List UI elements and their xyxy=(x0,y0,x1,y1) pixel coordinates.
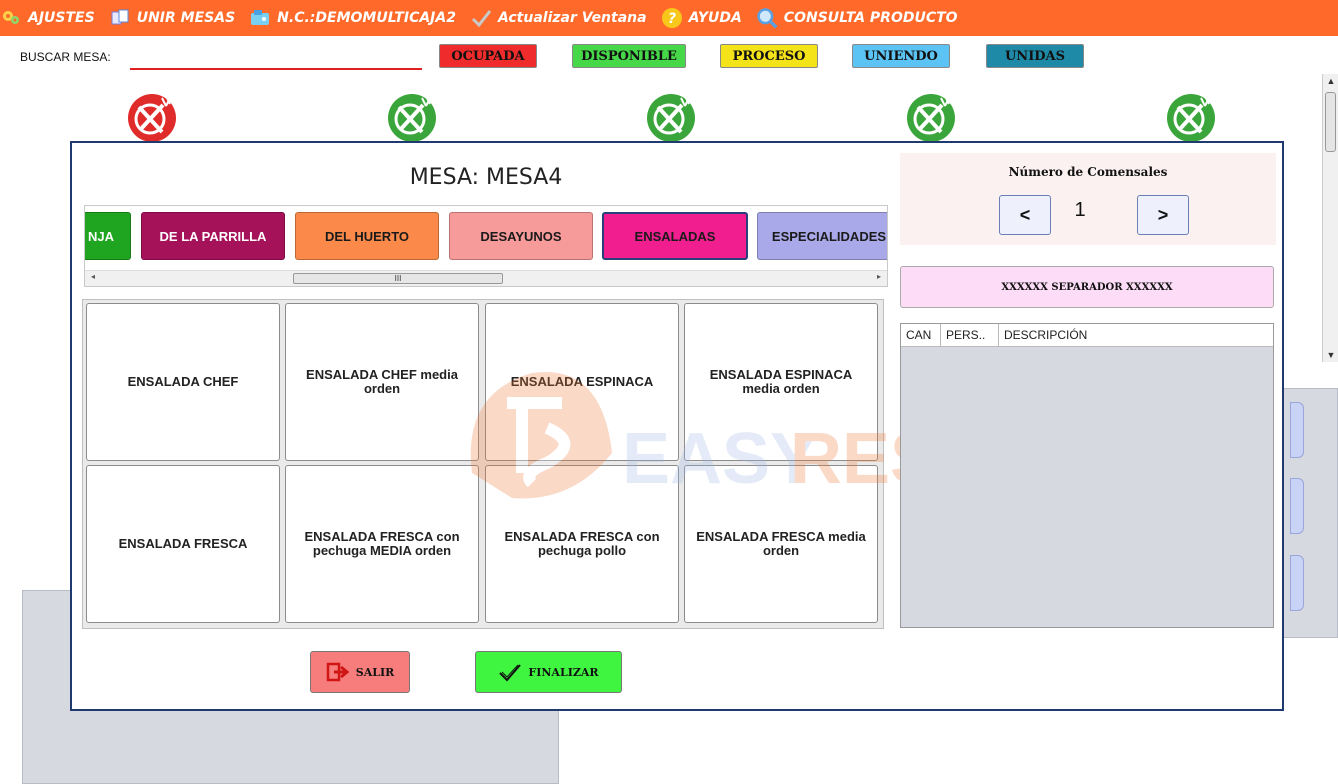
help-icon: ? xyxy=(661,7,683,29)
legend-joined-button[interactable]: UNIDAS xyxy=(986,44,1084,68)
order-table-header: CAN PERS.. DESCRIPCIÓN xyxy=(901,324,1273,347)
scroll-down-arrow-icon[interactable]: ▼ xyxy=(1326,350,1336,360)
legend-occupied-button[interactable]: OCUPADA xyxy=(439,44,537,68)
category-button[interactable]: DESAYUNOS xyxy=(449,212,593,260)
table-icon-available[interactable] xyxy=(905,92,957,144)
menu-bar: AJUSTES UNIR MESAS N.C.:DEMOMULTICAJA2 A… xyxy=(0,0,1338,36)
table-icon-available[interactable] xyxy=(1165,92,1217,144)
menu-ajustes-label: AJUSTES xyxy=(28,10,95,26)
diners-count: 1 xyxy=(1074,199,1086,221)
scroll-thumb[interactable] xyxy=(1325,92,1336,152)
category-button-selected[interactable]: ENSALADAS xyxy=(602,212,748,260)
product-button[interactable]: ENSALADA FRESCA xyxy=(86,465,280,623)
menu-actualizar-ventana-label: Actualizar Ventana xyxy=(497,10,647,26)
table-icon-available[interactable] xyxy=(645,92,697,144)
menu-actualizar-ventana[interactable]: Actualizar Ventana xyxy=(470,7,647,29)
menu-unir-mesas[interactable]: UNIR MESAS xyxy=(109,7,235,29)
scroll-thumb-grip: III xyxy=(394,274,402,283)
diners-title: Número de Comensales xyxy=(1008,165,1168,179)
exit-button[interactable]: SALIR xyxy=(310,651,410,693)
dialog-title: MESA: MESA4 xyxy=(409,165,563,190)
legend-process-button[interactable]: PROCESO xyxy=(720,44,818,68)
side-tab-button[interactable] xyxy=(1290,478,1304,534)
menu-ayuda[interactable]: ? AYUDA xyxy=(661,7,742,29)
merge-tables-icon xyxy=(109,7,131,29)
table-order-dialog: MESA: MESA4 NJA DE LA PARRILLA DEL HUERT… xyxy=(70,141,1284,711)
exit-button-label: SALIR xyxy=(355,665,395,679)
scroll-left-arrow-icon[interactable]: ◂ xyxy=(91,272,96,281)
main-vertical-scrollbar[interactable]: ▲ ▼ xyxy=(1322,74,1338,362)
menu-consulta-producto-label: CONSULTA PRODUCTO xyxy=(783,10,958,26)
menu-nc-caja-label: N.C.:DEMOMULTICAJA2 xyxy=(277,10,456,26)
side-tab-button[interactable] xyxy=(1290,555,1304,611)
column-header-quantity[interactable]: CAN xyxy=(901,324,941,346)
product-button[interactable]: ENSALADA FRESCA media orden xyxy=(684,465,878,623)
category-button[interactable]: ESPECIALIDADES xyxy=(757,212,887,260)
search-label: BUSCAR MESA: xyxy=(20,50,111,64)
product-button[interactable]: ENSALADA FRESCA con pechuga pollo xyxy=(485,465,679,623)
background-panel-right xyxy=(1280,388,1338,638)
side-tab-button[interactable] xyxy=(1290,402,1304,458)
category-button[interactable]: DEL HUERTO xyxy=(295,212,439,260)
gear-icon xyxy=(0,7,22,29)
menu-ayuda-label: AYUDA xyxy=(688,10,742,26)
cash-register-icon xyxy=(249,7,271,29)
svg-text:?: ? xyxy=(668,11,676,27)
legend-joining-button[interactable]: UNIENDO xyxy=(852,44,950,68)
finish-button[interactable]: FINALIZAR xyxy=(475,651,622,693)
product-button[interactable]: ENSALADA CHEF media orden xyxy=(285,303,479,461)
separator-button[interactable]: XXXXXX SEPARADOR XXXXXX xyxy=(900,266,1274,308)
table-icon-available[interactable] xyxy=(386,92,438,144)
menu-consulta-producto[interactable]: CONSULTA PRODUCTO xyxy=(756,7,958,29)
category-horizontal-scrollbar[interactable]: ◂ III ▸ xyxy=(85,270,887,286)
scroll-right-arrow-icon[interactable]: ▸ xyxy=(876,272,881,281)
column-header-description[interactable]: DESCRIPCIÓN xyxy=(1004,328,1088,342)
diners-decrease-button[interactable]: < xyxy=(999,195,1051,235)
magnifier-icon xyxy=(756,7,778,29)
menu-nc-caja[interactable]: N.C.:DEMOMULTICAJA2 xyxy=(249,7,456,29)
order-items-table[interactable]: CAN PERS.. DESCRIPCIÓN xyxy=(900,323,1274,628)
search-table-input[interactable] xyxy=(130,44,422,70)
finish-button-label: FINALIZAR xyxy=(528,665,599,679)
scroll-up-arrow-icon[interactable]: ▲ xyxy=(1326,76,1336,86)
scroll-thumb[interactable]: III xyxy=(293,273,503,284)
checkmark-icon xyxy=(499,664,522,682)
category-button[interactable]: NJA xyxy=(85,212,131,260)
menu-unir-mesas-label: UNIR MESAS xyxy=(136,10,236,26)
product-grid: ENSALADA CHEF ENSALADA CHEF media orden … xyxy=(82,299,884,629)
category-button[interactable]: DE LA PARRILLA xyxy=(141,212,285,260)
product-button[interactable]: ENSALADA ESPINACA media orden xyxy=(684,303,878,461)
diners-panel: Número de Comensales < 1 > xyxy=(900,153,1276,245)
checkmark-icon xyxy=(470,7,492,29)
diners-increase-button[interactable]: > xyxy=(1137,195,1189,235)
product-button[interactable]: ENSALADA FRESCA con pechuga MEDIA orden xyxy=(285,465,479,623)
menu-ajustes[interactable]: AJUSTES xyxy=(0,7,95,29)
exit-arrow-icon xyxy=(326,662,350,682)
table-icon-occupied[interactable] xyxy=(126,92,178,144)
category-strip: NJA DE LA PARRILLA DEL HUERTO DESAYUNOS … xyxy=(84,205,888,287)
product-button[interactable]: ENSALADA ESPINACA xyxy=(485,303,679,461)
product-button[interactable]: ENSALADA CHEF xyxy=(86,303,280,461)
legend-available-button[interactable]: DISPONIBLE xyxy=(572,44,686,68)
column-header-person[interactable]: PERS.. xyxy=(941,324,999,346)
